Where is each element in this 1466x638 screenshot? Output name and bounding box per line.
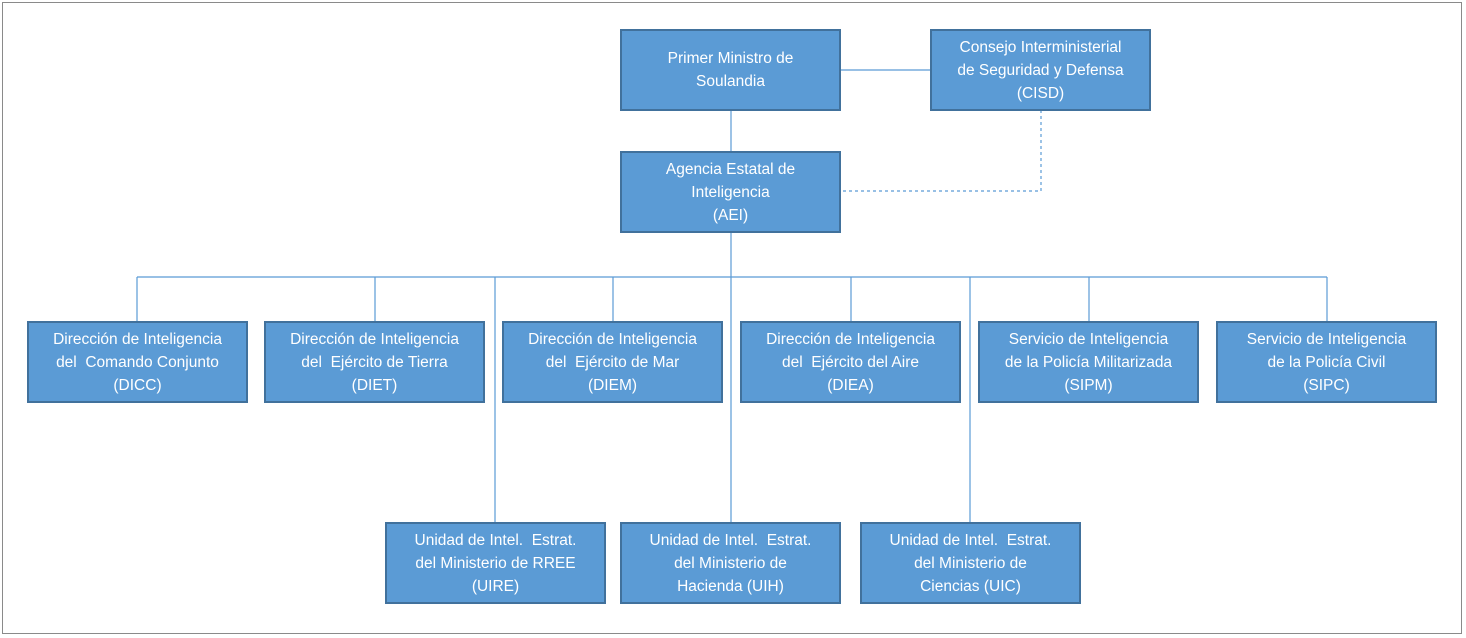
node-text: (UIRE) <box>471 577 520 595</box>
node-text: del Ministerio de RREE <box>415 554 576 572</box>
node-text: de Seguridad y Defensa <box>957 61 1124 79</box>
node-text: (DIEA) <box>827 376 874 394</box>
node-text: del Ejército de Mar <box>545 353 680 371</box>
node-sipc: Servicio de Inteligencia de la Policía C… <box>1216 321 1437 403</box>
node-text: Ciencias (UIC) <box>920 577 1021 595</box>
node-dicc: Dirección de Inteligencia del Comando Co… <box>27 321 248 403</box>
node-text: Dirección de Inteligencia <box>766 330 935 348</box>
node-text: Unidad de Intel. Estrat. <box>414 531 577 549</box>
node-text: Dirección de Inteligencia <box>290 330 459 348</box>
node-text: del Comando Conjunto <box>56 353 219 371</box>
node-text: (DIET) <box>351 376 398 394</box>
edge-cisd-aei-dashed <box>840 110 1042 192</box>
node-text: de la Policía Civil <box>1267 353 1386 371</box>
node-uih: Unidad de Intel. Estrat. del Ministerio … <box>620 522 841 604</box>
node-text: Inteligencia <box>691 183 770 201</box>
node-text: (CISD) <box>1016 84 1065 102</box>
node-cisd: Consejo Interministerial de Seguridad y … <box>930 29 1151 111</box>
node-text: Agencia Estatal de <box>665 160 796 178</box>
node-text: (DICC) <box>113 376 162 394</box>
node-diea: Dirección de Inteligencia del Ejército d… <box>740 321 961 403</box>
node-text: Unidad de Intel. Estrat. <box>649 531 812 549</box>
node-text: Soulandia <box>696 73 765 90</box>
node-text: del Ejército de Tierra <box>301 353 448 371</box>
node-uire: Unidad de Intel. Estrat. del Ministerio … <box>385 522 606 604</box>
node-text: Servicio de Inteligencia <box>1008 330 1169 348</box>
node-text: Servicio de Inteligencia <box>1246 330 1407 348</box>
node-diet: Dirección de Inteligencia del Ejército d… <box>264 321 485 403</box>
node-text: Primer Ministro de <box>667 50 794 67</box>
node-text: Unidad de Intel. Estrat. <box>889 531 1052 549</box>
node-text: Dirección de Inteligencia <box>528 330 697 348</box>
node-aei: Agencia Estatal de Inteligencia (AEI) <box>620 151 841 233</box>
node-text: Hacienda (UIH) <box>677 577 784 595</box>
node-text: (SIPC) <box>1303 376 1350 394</box>
node-text: (SIPM) <box>1064 376 1113 394</box>
node-sipm: Servicio de Inteligencia de la Policía M… <box>978 321 1199 403</box>
node-text: del Ministerio de <box>914 554 1027 572</box>
node-text: Dirección de Inteligencia <box>53 330 222 348</box>
node-primer-ministro: Primer Ministro de Soulandia <box>620 29 841 111</box>
node-text: (DIEM) <box>587 376 638 394</box>
node-text: del Ministerio de <box>674 554 787 572</box>
node-text: del Ejército del Aire <box>782 353 919 371</box>
node-text: (AEI) <box>712 206 749 224</box>
node-text: Consejo Interministerial <box>959 38 1122 56</box>
node-diem: Dirección de Inteligencia del Ejército d… <box>502 321 723 403</box>
node-uic: Unidad de Intel. Estrat. del Ministerio … <box>860 522 1081 604</box>
node-text: de la Policía Militarizada <box>1004 353 1173 371</box>
